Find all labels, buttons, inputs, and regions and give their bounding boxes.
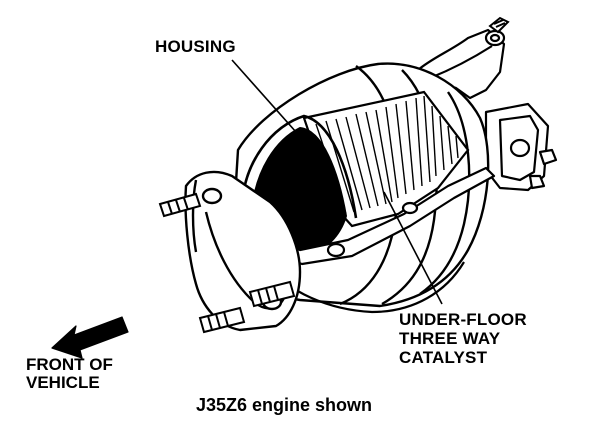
figure-caption: J35Z6 engine shown xyxy=(196,395,373,415)
catalyst-label-line3: CATALYST xyxy=(399,348,488,367)
front-arrow-icon xyxy=(51,316,129,359)
housing-rim xyxy=(240,114,358,219)
front-of-vehicle-label: FRONT OF VEHICLE xyxy=(26,356,113,392)
right-bracket xyxy=(484,102,558,192)
front-label-line2: VEHICLE xyxy=(26,373,100,392)
flange-studs xyxy=(158,192,296,334)
housing-leader xyxy=(231,59,297,133)
catalyst-substrate xyxy=(302,90,470,228)
catalyst-label: UNDER-FLOOR THREE WAY CATALYST xyxy=(399,310,527,367)
front-label-line1: FRONT OF xyxy=(26,355,113,374)
catalyst-label-line2: THREE WAY xyxy=(399,329,501,348)
rear-stud-top xyxy=(488,16,510,34)
catalyst-label-line1: UNDER-FLOOR xyxy=(399,310,527,329)
catalyst-leader xyxy=(383,191,443,305)
housing-label: HOUSING xyxy=(155,37,236,56)
